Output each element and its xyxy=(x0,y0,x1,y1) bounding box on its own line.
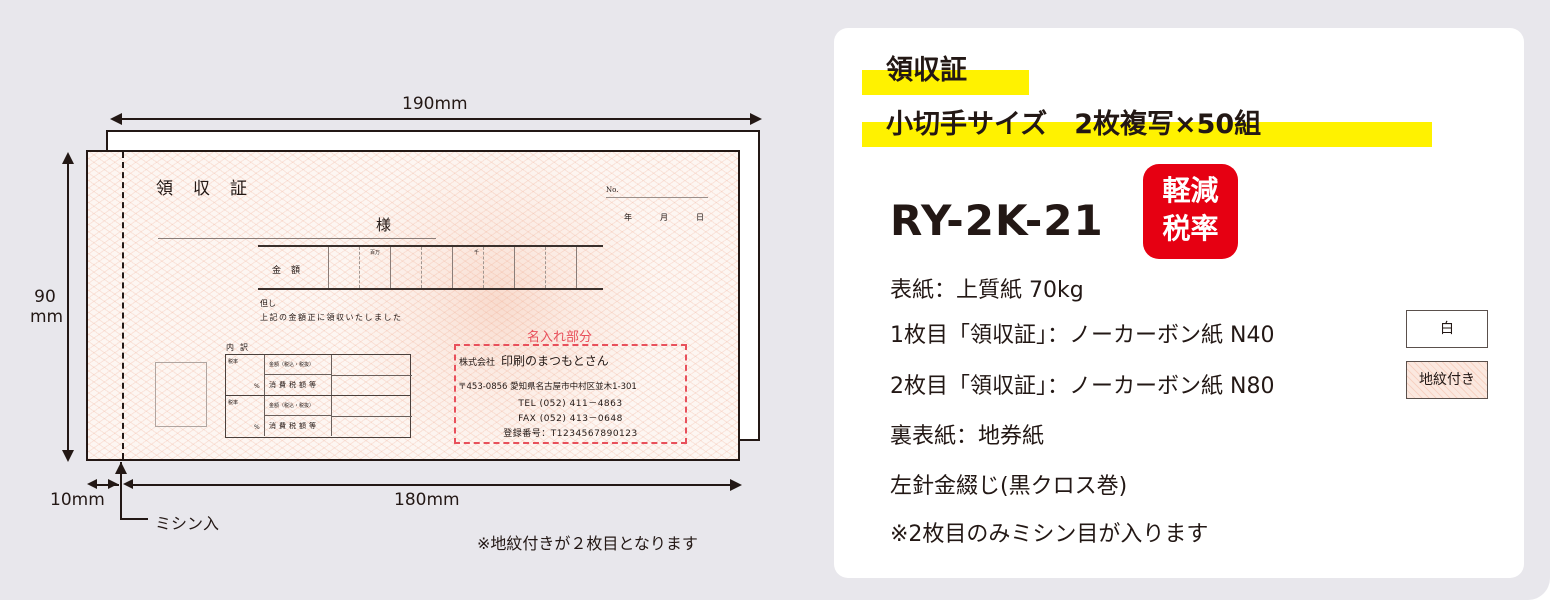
arrow-up-icon xyxy=(62,152,74,164)
digit-divider xyxy=(514,247,515,288)
spec-note: ※2枚目のみミシン目が入ります xyxy=(890,522,1209,547)
stub-dimension-label: 10mm xyxy=(50,490,105,510)
perforation-label: ミシン入 xyxy=(155,514,220,533)
amount-incl-excl-label: 金額（税込・税抜） xyxy=(264,355,332,375)
unit-thousand: 千 xyxy=(474,250,480,256)
digit-divider xyxy=(452,247,453,288)
row-divider xyxy=(332,416,412,417)
name-imprint-area: 株式会社印刷のまつもとさん 〒453-0856 愛知県名古屋市中村区並木1-30… xyxy=(454,344,687,444)
arrow-left-icon xyxy=(110,113,122,125)
arrow-up-icon xyxy=(115,462,127,474)
customer-suffix: 様 xyxy=(376,216,392,234)
sheet-note: ※地紋付きが２枚目となります xyxy=(477,534,698,553)
amount-divider xyxy=(328,247,329,288)
spec-sheet-2: 2枚目「領収証」：ノーカーボン紙 N80 xyxy=(890,374,1275,399)
arrow-right-icon xyxy=(108,479,118,489)
sheet-1-color-chip: 白 xyxy=(1406,310,1488,348)
proviso-label: 但し xyxy=(260,299,276,308)
width-dimension-line xyxy=(118,118,750,120)
subtitle-highlight xyxy=(862,122,1432,147)
height-value: 90 xyxy=(34,287,56,307)
company-name: 株式会社印刷のまつもとさん xyxy=(459,352,609,369)
company-fax: FAX (052) 413－0648 xyxy=(518,414,623,424)
product-title: 領収証 xyxy=(886,55,967,86)
reduced-tax-badge: 軽減 税率 xyxy=(1143,164,1238,259)
height-dimension-label: 90 mm xyxy=(30,287,64,327)
tax-breakdown-table: 税率 % 金額（税込・税抜） 消費税額等 税率 % 金額（税込・税抜） 消費税額… xyxy=(225,354,412,438)
date-day: 日 xyxy=(696,213,704,222)
perforation-leader-line xyxy=(120,518,148,520)
width-dimension-label: 190mm xyxy=(402,94,468,114)
company-address: 〒453-0856 愛知県名古屋市中村区並木1-301 xyxy=(458,382,637,392)
spec-cover: 表紙：上質紙 70kg xyxy=(890,278,1084,303)
product-info-panel: 領収証 小切手サイズ 2枚複写×50組 RY-2K-21 軽減 税率 表紙：上質… xyxy=(834,28,1524,578)
number-line xyxy=(606,197,708,198)
receipt-front-sheet: 領収証 様 No. 年 月 日 金額 百万 千 但し 上記の金額正に領収いたしま… xyxy=(86,150,740,461)
body-dimension-line xyxy=(130,484,730,486)
badge-line-2: 税率 xyxy=(1162,212,1219,245)
date-month: 月 xyxy=(660,213,668,222)
height-unit: mm xyxy=(30,307,64,327)
digit-divider xyxy=(421,247,422,288)
digit-divider xyxy=(483,247,484,288)
digit-divider xyxy=(545,247,546,288)
perforation-line xyxy=(122,152,124,459)
tax-rate-label: 税率 xyxy=(228,359,239,365)
spec-sheet-1: 1枚目「領収証」：ノーカーボン紙 N40 xyxy=(890,323,1275,348)
date-year: 年 xyxy=(624,213,632,222)
receipt-title: 領収証 xyxy=(156,179,267,199)
amount-incl-excl-label: 金額（税込・税抜） xyxy=(264,396,332,416)
digit-divider xyxy=(390,247,391,288)
number-label: No. xyxy=(606,186,619,194)
registration-number: 登録番号：T1234567890123 xyxy=(503,429,638,439)
amount-label: 金額 xyxy=(272,266,311,276)
arrow-down-icon xyxy=(62,450,74,462)
percent-sign: % xyxy=(254,383,260,390)
tax-amount-label: 消費税額等 xyxy=(264,375,332,395)
breakdown-label: 内訳 xyxy=(226,343,254,352)
product-subtitle: 小切手サイズ 2枚複写×50組 xyxy=(886,109,1262,140)
customer-name-line xyxy=(158,238,436,239)
amount-box: 金額 百万 千 xyxy=(258,245,603,290)
body-dimension-label: 180mm xyxy=(394,490,460,510)
spec-binding: 左針金綴じ(黒クロス巻) xyxy=(890,474,1128,499)
company-tel: TEL (052) 411－4863 xyxy=(518,399,623,409)
company-name-text: 印刷のまつもとさん xyxy=(501,354,609,368)
digit-divider xyxy=(576,247,577,288)
digit-divider xyxy=(359,247,360,288)
badge-line-1: 軽減 xyxy=(1162,174,1219,207)
name-area-label: 名入れ部分 xyxy=(527,330,593,345)
breakdown-row: 税率 % 金額（税込・税抜） 消費税額等 xyxy=(226,355,412,396)
company-prefix: 株式会社 xyxy=(459,358,496,368)
title-highlight xyxy=(862,70,1029,95)
percent-sign: % xyxy=(254,424,260,431)
arrow-left-icon xyxy=(87,479,97,489)
received-statement: 上記の金額正に領収いたしました xyxy=(260,313,403,322)
tax-amount-label: 消費税額等 xyxy=(264,416,332,436)
unit-million: 百万 xyxy=(370,250,381,256)
revenue-stamp-box xyxy=(155,362,207,427)
height-dimension-line xyxy=(67,162,69,452)
perforation-leader-line xyxy=(120,462,122,520)
breakdown-row: 税率 % 金額（税込・税抜） 消費税額等 xyxy=(226,396,412,437)
model-number: RY-2K-21 xyxy=(890,196,1104,245)
arrow-left-icon xyxy=(123,479,133,489)
arrow-right-icon xyxy=(750,113,762,125)
spec-back-cover: 裏表紙：地券紙 xyxy=(890,424,1045,449)
sheet-2-pattern-chip: 地紋付き xyxy=(1406,361,1488,399)
stub-dimension-line xyxy=(95,484,119,486)
tax-rate-label: 税率 xyxy=(228,400,239,406)
arrow-right-icon xyxy=(730,479,742,491)
row-divider xyxy=(332,375,412,376)
